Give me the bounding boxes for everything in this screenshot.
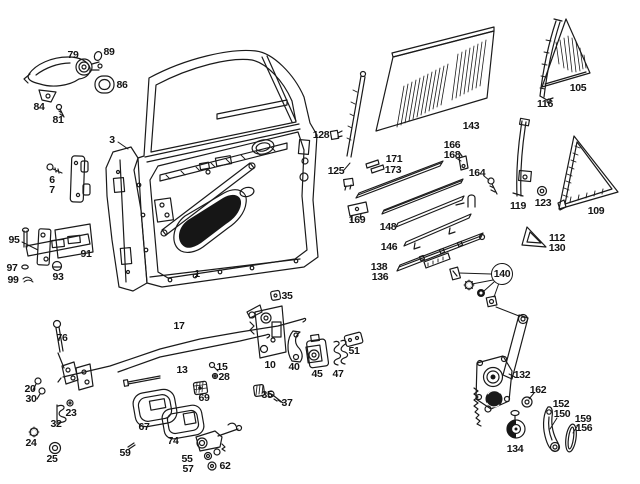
run-channel-strip-drawing <box>329 70 367 191</box>
part-label-62: 62 <box>219 460 231 472</box>
part-label-40: 40 <box>288 361 300 373</box>
front-panel-drawing <box>105 146 148 292</box>
part-label-23: 23 <box>65 407 77 419</box>
part-label-169: 169 <box>348 214 366 226</box>
part-label-57: 57 <box>182 463 194 475</box>
fasteners-140-drawing <box>449 266 520 317</box>
trim-cups-drawing <box>127 380 243 471</box>
part-label-130: 130 <box>548 242 566 254</box>
part-label-3: 3 <box>109 134 115 146</box>
part-label-76: 76 <box>56 332 68 344</box>
part-label-150: 150 <box>553 408 571 420</box>
part-label-162: 162 <box>529 384 547 396</box>
part-label-105: 105 <box>569 82 587 94</box>
part-label-25: 25 <box>46 453 58 465</box>
part-label-159: 159 <box>574 413 592 425</box>
part-label-51: 51 <box>348 345 360 357</box>
part-label-6: 6 <box>49 174 55 186</box>
part-label-47: 47 <box>332 368 344 380</box>
part-label-156: 156 <box>575 422 593 434</box>
part-label-125: 125 <box>327 165 345 177</box>
part-label-99: 99 <box>7 274 19 286</box>
moulding-strips-drawing <box>347 151 498 272</box>
rear-channel-drawing <box>512 117 548 197</box>
part-label-35: 35 <box>261 389 273 401</box>
quarter-frame-drawing <box>521 135 619 248</box>
part-label-148: 148 <box>379 221 397 233</box>
part-label-128: 128 <box>312 129 330 141</box>
linkage-rods-drawing <box>28 317 307 455</box>
part-label-119: 119 <box>509 200 527 212</box>
part-label-136: 136 <box>371 271 389 283</box>
part-label-146: 146 <box>380 241 398 253</box>
part-label-123: 123 <box>534 197 552 209</box>
part-label-152: 152 <box>552 398 570 410</box>
part-label-91: 91 <box>80 248 92 260</box>
part-label-69: 69 <box>198 392 210 404</box>
part-label-138: 138 <box>370 261 388 273</box>
part-label-13: 13 <box>176 364 188 376</box>
part-label-67: 67 <box>138 421 150 433</box>
part-label-132: 132 <box>513 369 531 381</box>
part-label-166: 166 <box>443 139 461 151</box>
part-label-97: 97 <box>6 262 18 274</box>
leader-lines <box>21 141 579 434</box>
part-label-30: 30 <box>25 393 37 405</box>
part-label-134: 134 <box>506 443 524 455</box>
part-label-84: 84 <box>33 101 45 113</box>
part-label-81: 81 <box>52 114 64 126</box>
part-label-168: 168 <box>443 149 461 161</box>
part-label-74: 74 <box>167 435 179 447</box>
part-label-95: 95 <box>8 234 20 246</box>
part-label-7: 7 <box>49 184 55 196</box>
crank-handle-drawing <box>542 406 577 453</box>
part-label-86: 86 <box>116 79 128 91</box>
part-label-109: 109 <box>587 205 605 217</box>
regulator-drawing <box>473 313 533 439</box>
latch-drawing <box>246 289 364 404</box>
part-label-20: 20 <box>24 383 36 395</box>
door-shell-drawing <box>133 49 319 288</box>
part-label-171: 171 <box>385 153 403 165</box>
part-label-35: 35 <box>281 290 293 302</box>
part-label-93: 93 <box>52 271 64 283</box>
part-label-116: 116 <box>536 98 554 110</box>
part-label-17: 17 <box>173 320 185 332</box>
part-label-140: 140 <box>491 263 513 285</box>
part-label-79: 79 <box>67 49 79 61</box>
door-handle-drawing <box>23 51 115 118</box>
hinge-drawing <box>46 155 91 203</box>
part-label-173: 173 <box>384 164 402 176</box>
window-glass-drawing <box>375 26 495 132</box>
part-label-89: 89 <box>103 46 115 58</box>
part-label-1: 1 <box>194 268 200 280</box>
part-label-24: 24 <box>25 437 37 449</box>
part-label-112: 112 <box>548 232 566 244</box>
part-label-32: 32 <box>50 418 62 430</box>
quarter-window-drawing <box>539 18 591 104</box>
part-label-37: 37 <box>281 397 293 409</box>
part-label-59: 59 <box>119 447 131 459</box>
part-label-143: 143 <box>462 120 480 132</box>
part-label-55: 55 <box>181 453 193 465</box>
part-label-15: 15 <box>216 361 228 373</box>
part-label-164: 164 <box>468 167 486 179</box>
part-label-10: 10 <box>264 359 276 371</box>
part-label-28: 28 <box>218 371 230 383</box>
part-label-45: 45 <box>311 368 323 380</box>
